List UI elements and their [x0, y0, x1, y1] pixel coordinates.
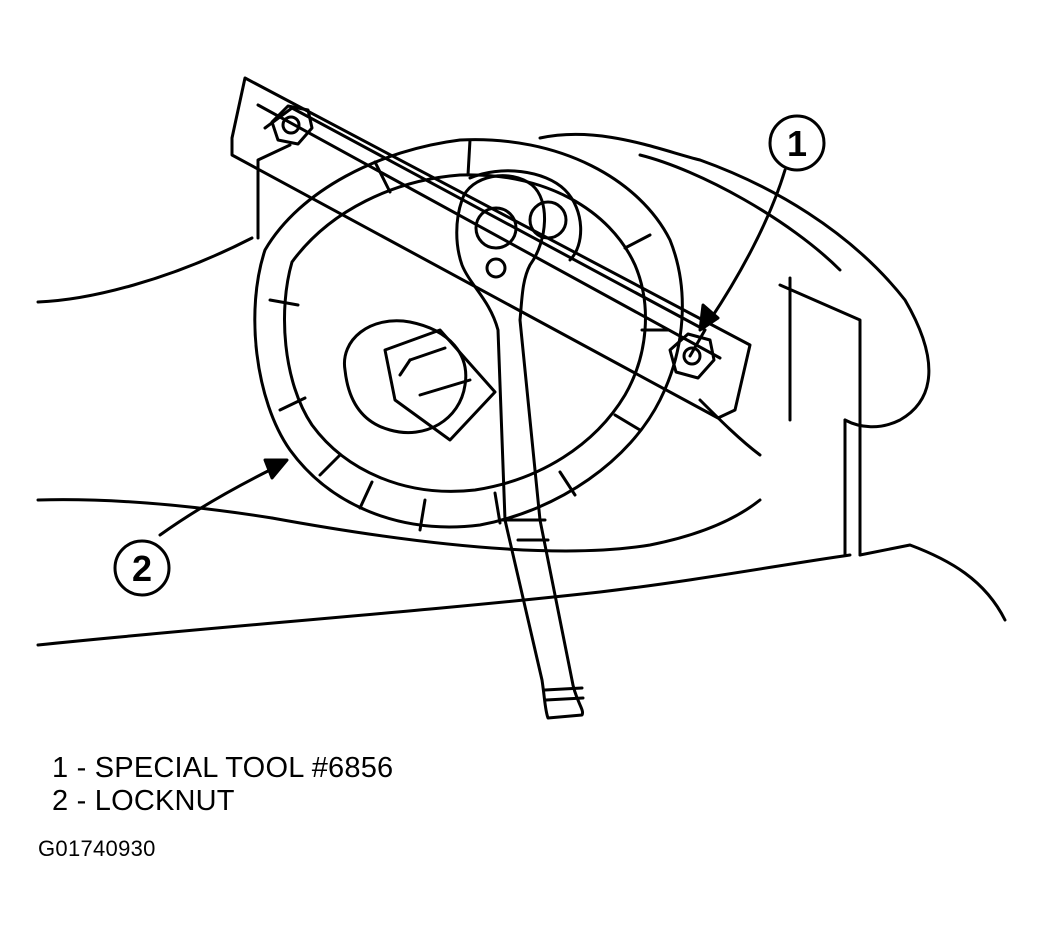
leader-arrow-1	[698, 168, 787, 332]
legend-separator: -	[76, 752, 87, 784]
legend-separator: -	[76, 785, 87, 817]
legend-number: 1	[52, 752, 69, 784]
locknut	[253, 138, 684, 532]
legend-row-1: 1 - SPECIAL TOOL #6856	[52, 752, 393, 785]
leader-arrow-2	[158, 458, 289, 537]
special-tool	[230, 76, 752, 420]
callout-2-number: 2	[132, 548, 152, 589]
legend-number: 2	[52, 785, 69, 817]
connector	[342, 319, 497, 442]
legend-text: SPECIAL TOOL #6856	[94, 752, 394, 784]
socket	[468, 169, 583, 262]
callout-1: 1	[768, 114, 826, 172]
figure-id: G01740930	[38, 836, 156, 861]
callout-2: 2	[113, 539, 171, 597]
ratchet-wrench	[455, 174, 585, 720]
legend: 1 - SPECIAL TOOL #6856 2 - LOCKNUT	[52, 752, 393, 818]
housing-outline	[36, 132, 1007, 647]
legend-text: LOCKNUT	[94, 785, 235, 817]
technical-illustration: 1 2	[36, 76, 1007, 720]
legend-row-2: 2 - LOCKNUT	[52, 785, 393, 818]
callout-1-number: 1	[787, 123, 807, 164]
